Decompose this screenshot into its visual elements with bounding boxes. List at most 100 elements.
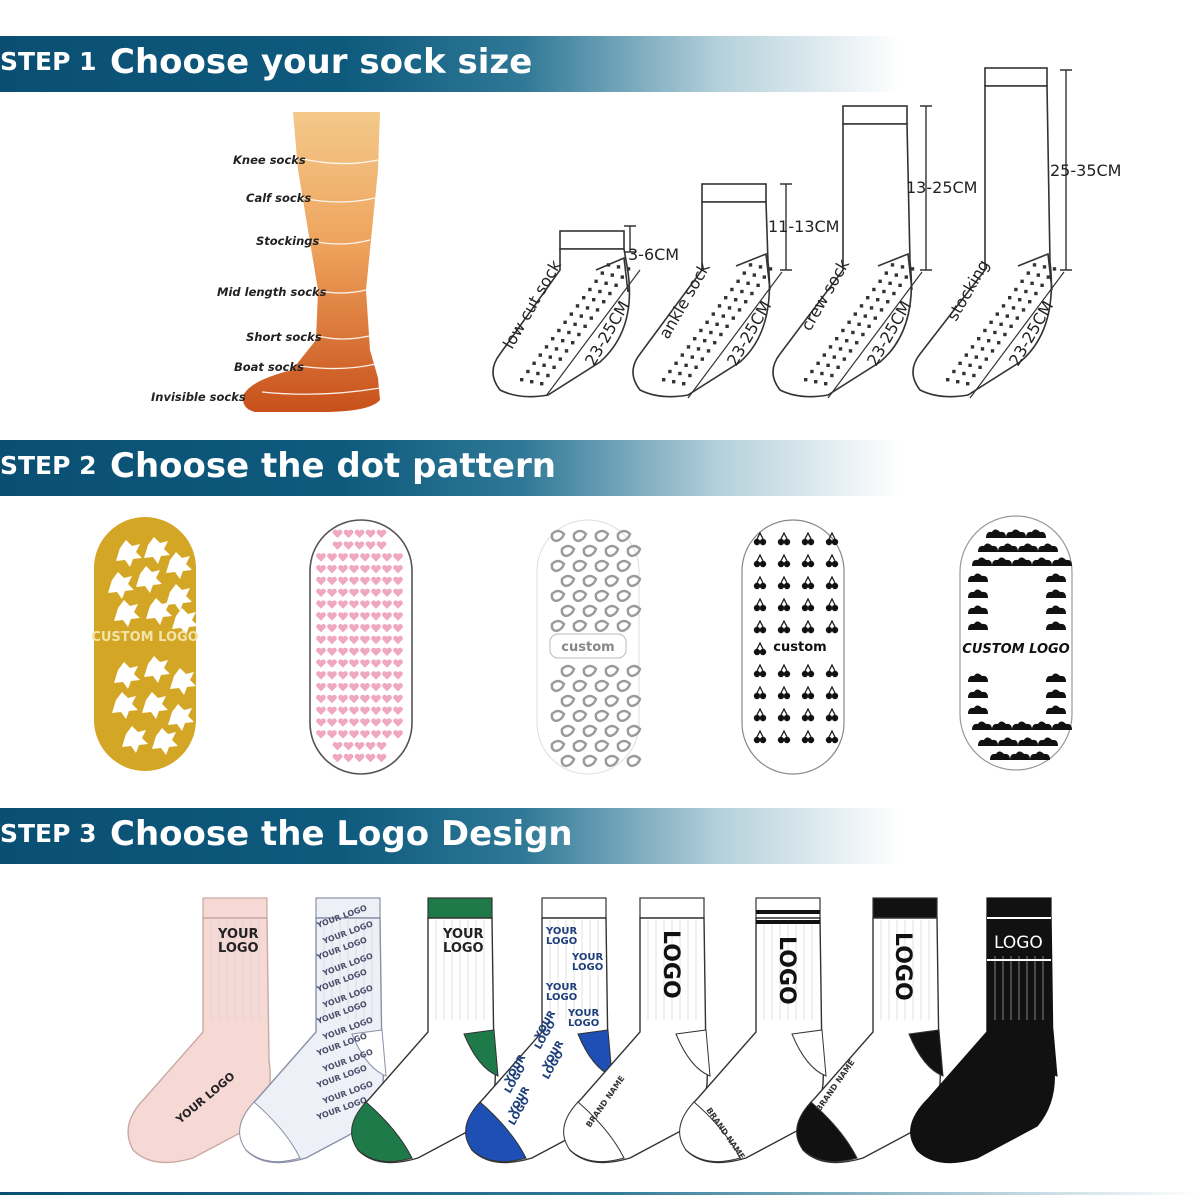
sole-mark-heart bbox=[349, 718, 359, 727]
sole-mark-heart bbox=[338, 671, 348, 680]
sole-mark-stem bbox=[780, 553, 788, 562]
sole-mark-heart bbox=[393, 588, 403, 597]
sole-mark-heart bbox=[365, 742, 376, 751]
grip-dot bbox=[589, 316, 593, 320]
sole-mark-cloud bbox=[972, 557, 992, 566]
sole-mark-heart bbox=[327, 671, 337, 680]
sole-mark-cloud bbox=[1018, 737, 1038, 746]
grip-dot bbox=[1024, 289, 1028, 294]
sole-mark-heart bbox=[316, 659, 326, 668]
sole-mark-stem bbox=[828, 531, 836, 540]
sole-mark-spot bbox=[572, 529, 588, 543]
sole-mark-blob bbox=[166, 552, 192, 579]
sole-mark-heart bbox=[354, 753, 365, 763]
sole-mark-heart bbox=[365, 529, 376, 538]
logo-sock-green-toe bbox=[351, 1101, 413, 1163]
sole-mark-blob bbox=[146, 598, 172, 625]
grip-dot bbox=[564, 349, 569, 353]
sole-mark-cloud bbox=[1032, 557, 1052, 566]
logo-sock-stripe bbox=[756, 920, 820, 924]
sole-mark-cherry bbox=[759, 692, 767, 700]
grip-dot bbox=[900, 265, 905, 269]
grip-dot bbox=[684, 363, 688, 367]
sole-mark-heart bbox=[338, 694, 348, 704]
sole-mark-spot bbox=[582, 544, 598, 558]
grip-dot bbox=[668, 369, 672, 374]
sole-mark-stem bbox=[828, 597, 836, 606]
sole-mark-spot bbox=[616, 709, 632, 723]
logo-text-logo: LOGO bbox=[218, 941, 259, 956]
sole-mark-blob bbox=[114, 600, 140, 627]
logo-sock-blue-cuff bbox=[541, 897, 607, 919]
sole-mark-blob bbox=[142, 692, 168, 719]
size-height-low-cut: 3-6CM bbox=[628, 245, 679, 264]
sole-mark-heart bbox=[316, 694, 326, 704]
sole-mark-heart bbox=[327, 635, 337, 645]
sole-mark-cloud bbox=[998, 543, 1018, 552]
sole-mark-heart bbox=[316, 671, 326, 680]
sole-mark-cloud bbox=[1046, 573, 1066, 582]
sole-mark-cherry bbox=[777, 604, 785, 612]
leg-label-calf: Calf socks bbox=[246, 191, 311, 205]
sole-mark-heart bbox=[382, 576, 392, 586]
sole-mark-heart bbox=[393, 683, 403, 692]
sole-mark-heart bbox=[327, 647, 337, 656]
sole-mark-spot bbox=[616, 739, 632, 753]
sole-mark-cloud bbox=[968, 689, 988, 698]
grip-dot bbox=[731, 316, 735, 320]
sole-mark-heart bbox=[360, 706, 370, 715]
sole-mark-spot bbox=[572, 709, 588, 723]
grip-dot bbox=[836, 365, 840, 369]
sole-mark-spot bbox=[582, 664, 598, 678]
grip-dot bbox=[857, 322, 861, 326]
sole-mark-cherry bbox=[777, 736, 785, 744]
grip-dot bbox=[606, 263, 611, 267]
sole-mark-cherry bbox=[753, 604, 761, 612]
sole-mark-spot bbox=[594, 589, 610, 603]
sole-mark-cherry bbox=[801, 670, 809, 678]
sole-mark-stem bbox=[828, 575, 836, 584]
grip-dot bbox=[980, 347, 985, 351]
grip-dot bbox=[974, 355, 978, 359]
grip-dot bbox=[768, 267, 773, 271]
grip-dot bbox=[610, 273, 614, 277]
grip-dot bbox=[598, 289, 602, 294]
sole-mark-heart bbox=[316, 647, 326, 656]
sole-mark-spot bbox=[582, 754, 598, 768]
grip-dot bbox=[848, 349, 853, 353]
grip-dot bbox=[727, 306, 732, 310]
sole-mark-spot bbox=[604, 574, 620, 588]
grip-dot bbox=[851, 330, 855, 335]
logo-sock-blue: YOURLOGOYOURLOGOYOURLOGOYOURLOGOYOURLOGO… bbox=[465, 897, 613, 1164]
grip-dot bbox=[736, 279, 740, 283]
sole-mark-heart bbox=[376, 742, 387, 751]
grip-dot bbox=[538, 353, 542, 357]
step-3-title: Choose the Logo Design bbox=[110, 814, 573, 854]
sole-mark-spot bbox=[626, 544, 642, 558]
logo-sock-black-cuff-toe bbox=[796, 1101, 858, 1163]
sole-mark-heart bbox=[316, 588, 326, 597]
grip-dot bbox=[752, 273, 756, 277]
sole-mark-heart bbox=[360, 588, 370, 597]
grip-dot bbox=[970, 345, 975, 349]
sole-mark-stem bbox=[828, 685, 836, 694]
sole-mark-cherry bbox=[777, 692, 785, 700]
sole-mark-cherry bbox=[783, 560, 791, 568]
sole-mark-spot bbox=[560, 544, 576, 558]
logo-sock-black-heel bbox=[1022, 1029, 1058, 1077]
sole-mark-cherry bbox=[759, 604, 767, 612]
sole-mark-heart bbox=[360, 694, 370, 704]
sole-mark-heart bbox=[360, 659, 370, 668]
grip-dot bbox=[1021, 308, 1026, 312]
logo-text-your: YOUR bbox=[442, 927, 484, 942]
sole-mark-stem bbox=[804, 531, 812, 540]
sole-mark-heart bbox=[371, 624, 381, 633]
sole-mark-cherry bbox=[831, 582, 839, 590]
sole-mark-stem bbox=[756, 729, 764, 738]
sole-mark-heart bbox=[371, 730, 381, 739]
sole-mark-cloud bbox=[1012, 721, 1032, 730]
sole-mark-cloud bbox=[968, 673, 988, 682]
sole-mark-stem bbox=[828, 553, 836, 562]
